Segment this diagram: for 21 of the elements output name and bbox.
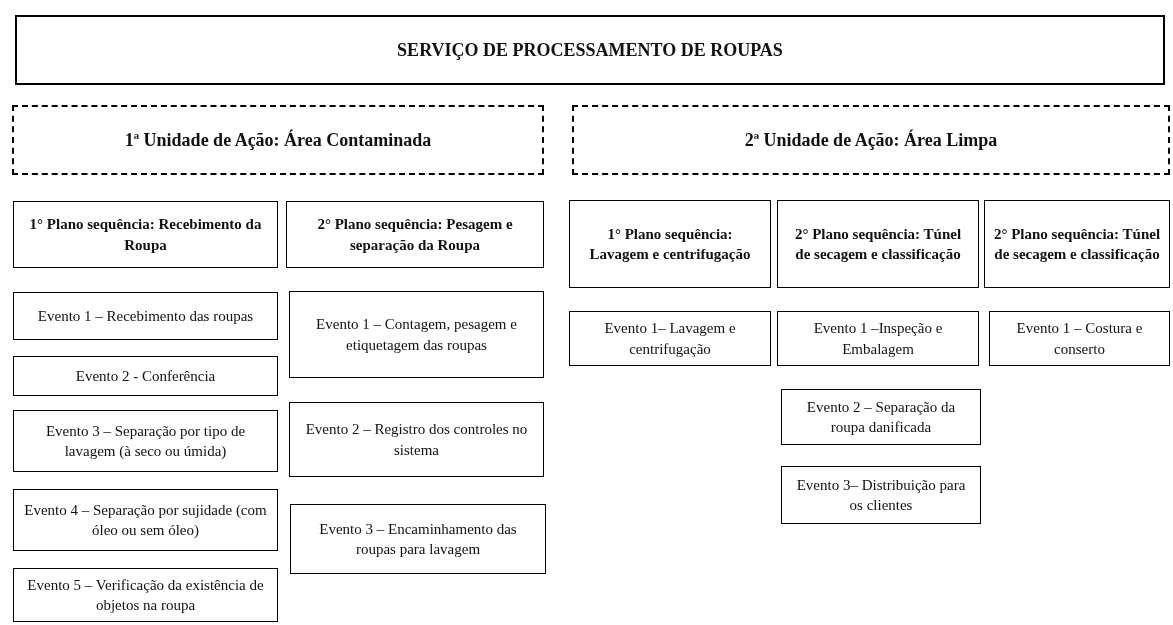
event-box: Evento 2 - Conferência bbox=[13, 356, 278, 396]
event-box: Evento 2 – Registro dos controles no sistema bbox=[289, 402, 544, 477]
unit-box: 2ª Unidade de Ação: Área Limpa bbox=[572, 105, 1170, 175]
plan-box: 1° Plano sequência: Lavagem e centrifugação bbox=[569, 200, 771, 288]
event-box: Evento 1 – Contagem, pesagem e etiquetagem das roupas bbox=[289, 291, 544, 378]
event-box: Evento 1 –Inspeção e Embalagem bbox=[777, 311, 979, 366]
event-box: Evento 1– Lavagem e centrifugação bbox=[569, 311, 771, 366]
plan-box: 2° Plano sequência: Túnel de secagem e classificação bbox=[984, 200, 1170, 288]
plan-box: 1° Plano sequência: Recebimento da Roupa bbox=[13, 201, 278, 268]
event-box: Evento 3 – Separação por tipo de lavagem (à seco ou úmida) bbox=[13, 410, 278, 472]
event-box: Evento 5 – Verificação da existência de objetos na roupa bbox=[13, 568, 278, 622]
event-box: Evento 3 – Encaminhamento das roupas para lavagem bbox=[290, 504, 546, 574]
event-box: Evento 3– Distribuição para os clientes bbox=[781, 466, 981, 524]
plan-box: 2° Plano sequência: Pesagem e separação da Roupa bbox=[286, 201, 544, 268]
event-box: Evento 1 – Costura e conserto bbox=[989, 311, 1170, 366]
event-box: Evento 4 – Separação por sujidade (com óleo ou sem óleo) bbox=[13, 489, 278, 551]
event-box: Evento 1 – Recebimento das roupas bbox=[13, 292, 278, 340]
title-box: SERVIÇO DE PROCESSAMENTO DE ROUPAS bbox=[15, 15, 1165, 85]
unit-box: 1ª Unidade de Ação: Área Contaminada bbox=[12, 105, 544, 175]
plan-box: 2° Plano sequência: Túnel de secagem e classificação bbox=[777, 200, 979, 288]
event-box: Evento 2 – Separação da roupa danificada bbox=[781, 389, 981, 445]
